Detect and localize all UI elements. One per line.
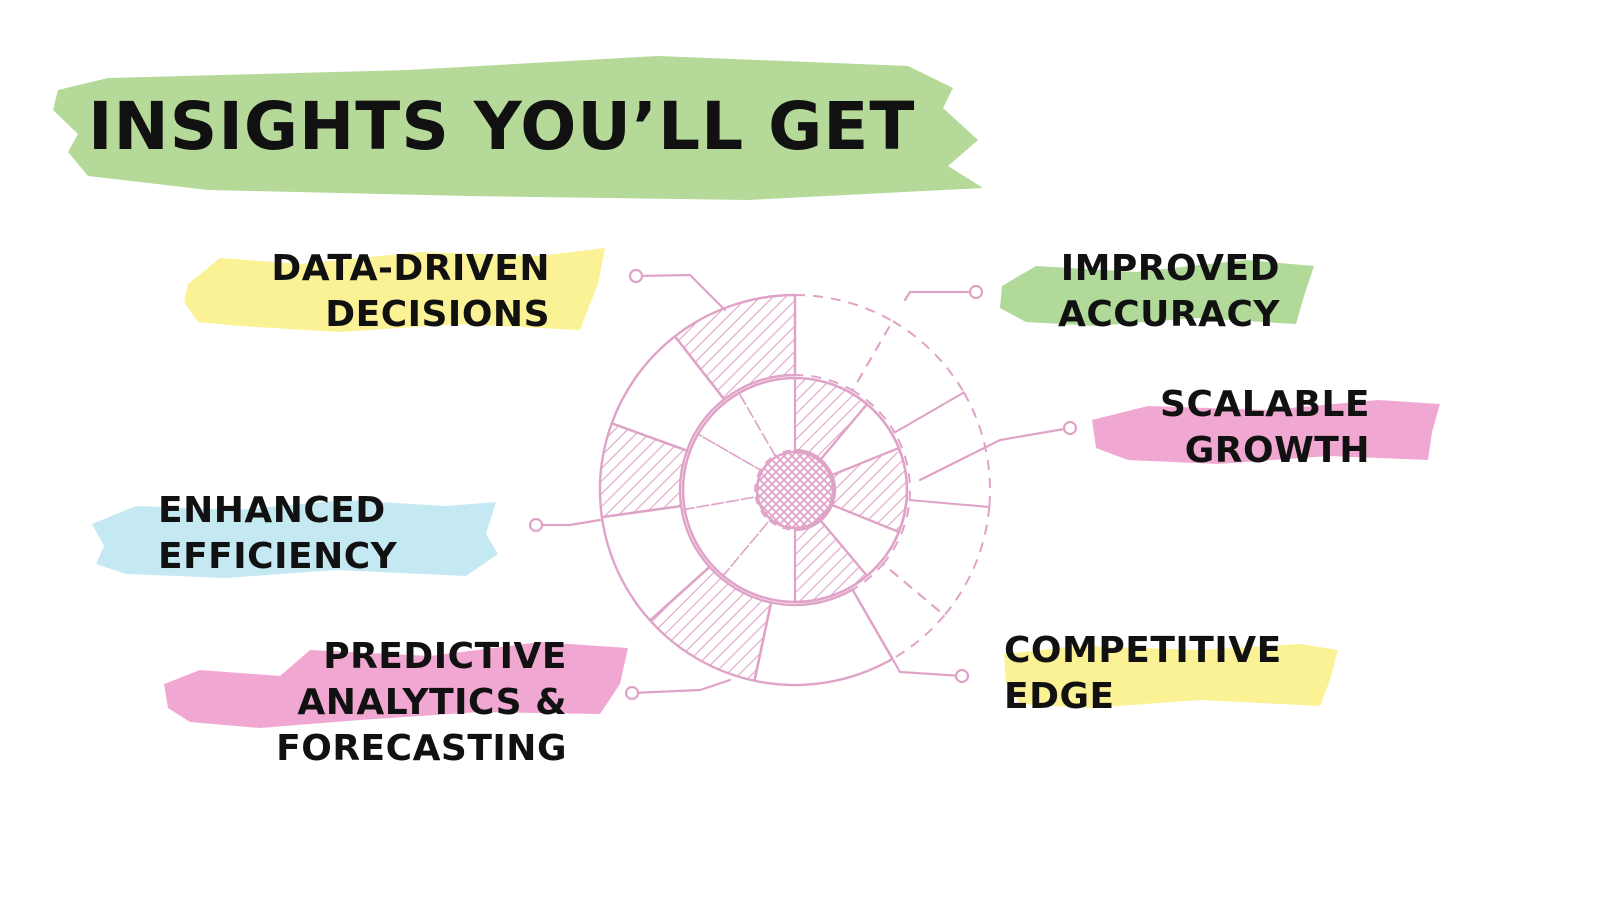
- item-2-highlight: [92, 500, 498, 578]
- dashed-segment-3: [893, 391, 991, 509]
- item-competitive-edge: COMPETITIVE EDGE: [1004, 628, 1282, 720]
- outer-segment-3: [598, 422, 689, 519]
- inner-ring-outline: [681, 376, 909, 604]
- item-improved-accuracy: IMPROVED ACCURACY: [1022, 246, 1280, 338]
- title-brush-highlight: [53, 56, 983, 200]
- inner-dashed-segment-3: [682, 432, 762, 511]
- item-3-line-3: FORECASTING: [276, 728, 567, 769]
- item-4-line-2: ACCURACY: [1057, 294, 1280, 335]
- item-3-line-2: ANALYTICS &: [297, 682, 567, 723]
- outer-segment-1: [648, 565, 773, 682]
- outer-segment-5: [673, 293, 797, 401]
- item-2-line-2: EFFICIENCY: [158, 536, 398, 577]
- item-5-highlight: [1092, 400, 1440, 464]
- item-2-line-1: ENHANCED: [158, 490, 386, 531]
- item-predictive-analytics-forecasting: PREDICTIVE ANALYTICS & FORECASTING: [262, 634, 567, 772]
- wheel-group: [598, 293, 991, 687]
- connector-end-dot-2: [968, 284, 984, 300]
- connector-line-3: [918, 426, 1072, 482]
- item-5-line-2: GROWTH: [1184, 430, 1370, 471]
- dashed-segment-2: [851, 319, 966, 434]
- connector-lines: [528, 268, 1078, 701]
- center-hub: [755, 450, 835, 530]
- item-1-highlight: [184, 248, 605, 332]
- connector-end-dot-5: [624, 685, 640, 701]
- connector-end-dot-1: [628, 268, 644, 284]
- connector-line-5: [630, 678, 732, 695]
- inner-dashed-segment-2: [683, 496, 771, 577]
- inner-dashed-segment-4: [696, 391, 777, 472]
- item-5-line-1: SCALABLE: [1160, 384, 1370, 425]
- connector-end-dot-3: [1062, 420, 1078, 436]
- item-6-line-2: EDGE: [1004, 676, 1115, 717]
- item-1-line-1: DATA-DRIVEN: [271, 248, 550, 289]
- item-6-line-1: COMPETITIVE: [1004, 630, 1282, 671]
- connector-line-4: [534, 518, 602, 527]
- connector-line-2: [903, 290, 978, 302]
- item-enhanced-efficiency: ENHANCED EFFICIENCY: [158, 488, 397, 580]
- title-block: INSIGHTS YOU’LL GET: [48, 48, 998, 208]
- item-6-highlight: [1004, 644, 1338, 708]
- connector-line-6: [868, 618, 964, 678]
- dashed-segment-1: [794, 293, 894, 392]
- page-title: INSIGHTS YOU’LL GET: [88, 88, 916, 165]
- item-1-line-2: DECISIONS: [325, 294, 550, 335]
- connector-end-dot-4: [528, 517, 544, 533]
- outer-segment-6: [753, 588, 894, 687]
- connector-line-1: [634, 273, 727, 312]
- item-3-line-1: PREDICTIVE: [323, 636, 567, 677]
- item-4-line-1: IMPROVED: [1060, 248, 1280, 289]
- item-scalable-growth: SCALABLE GROWTH: [1146, 382, 1370, 474]
- item-data-driven-decisions: DATA-DRIVEN DECISIONS: [250, 246, 550, 338]
- item-3-highlight: [164, 642, 628, 728]
- item-4-highlight: [1000, 260, 1314, 326]
- connector-end-dot-6: [954, 668, 970, 684]
- inner-segment-5: [793, 519, 869, 604]
